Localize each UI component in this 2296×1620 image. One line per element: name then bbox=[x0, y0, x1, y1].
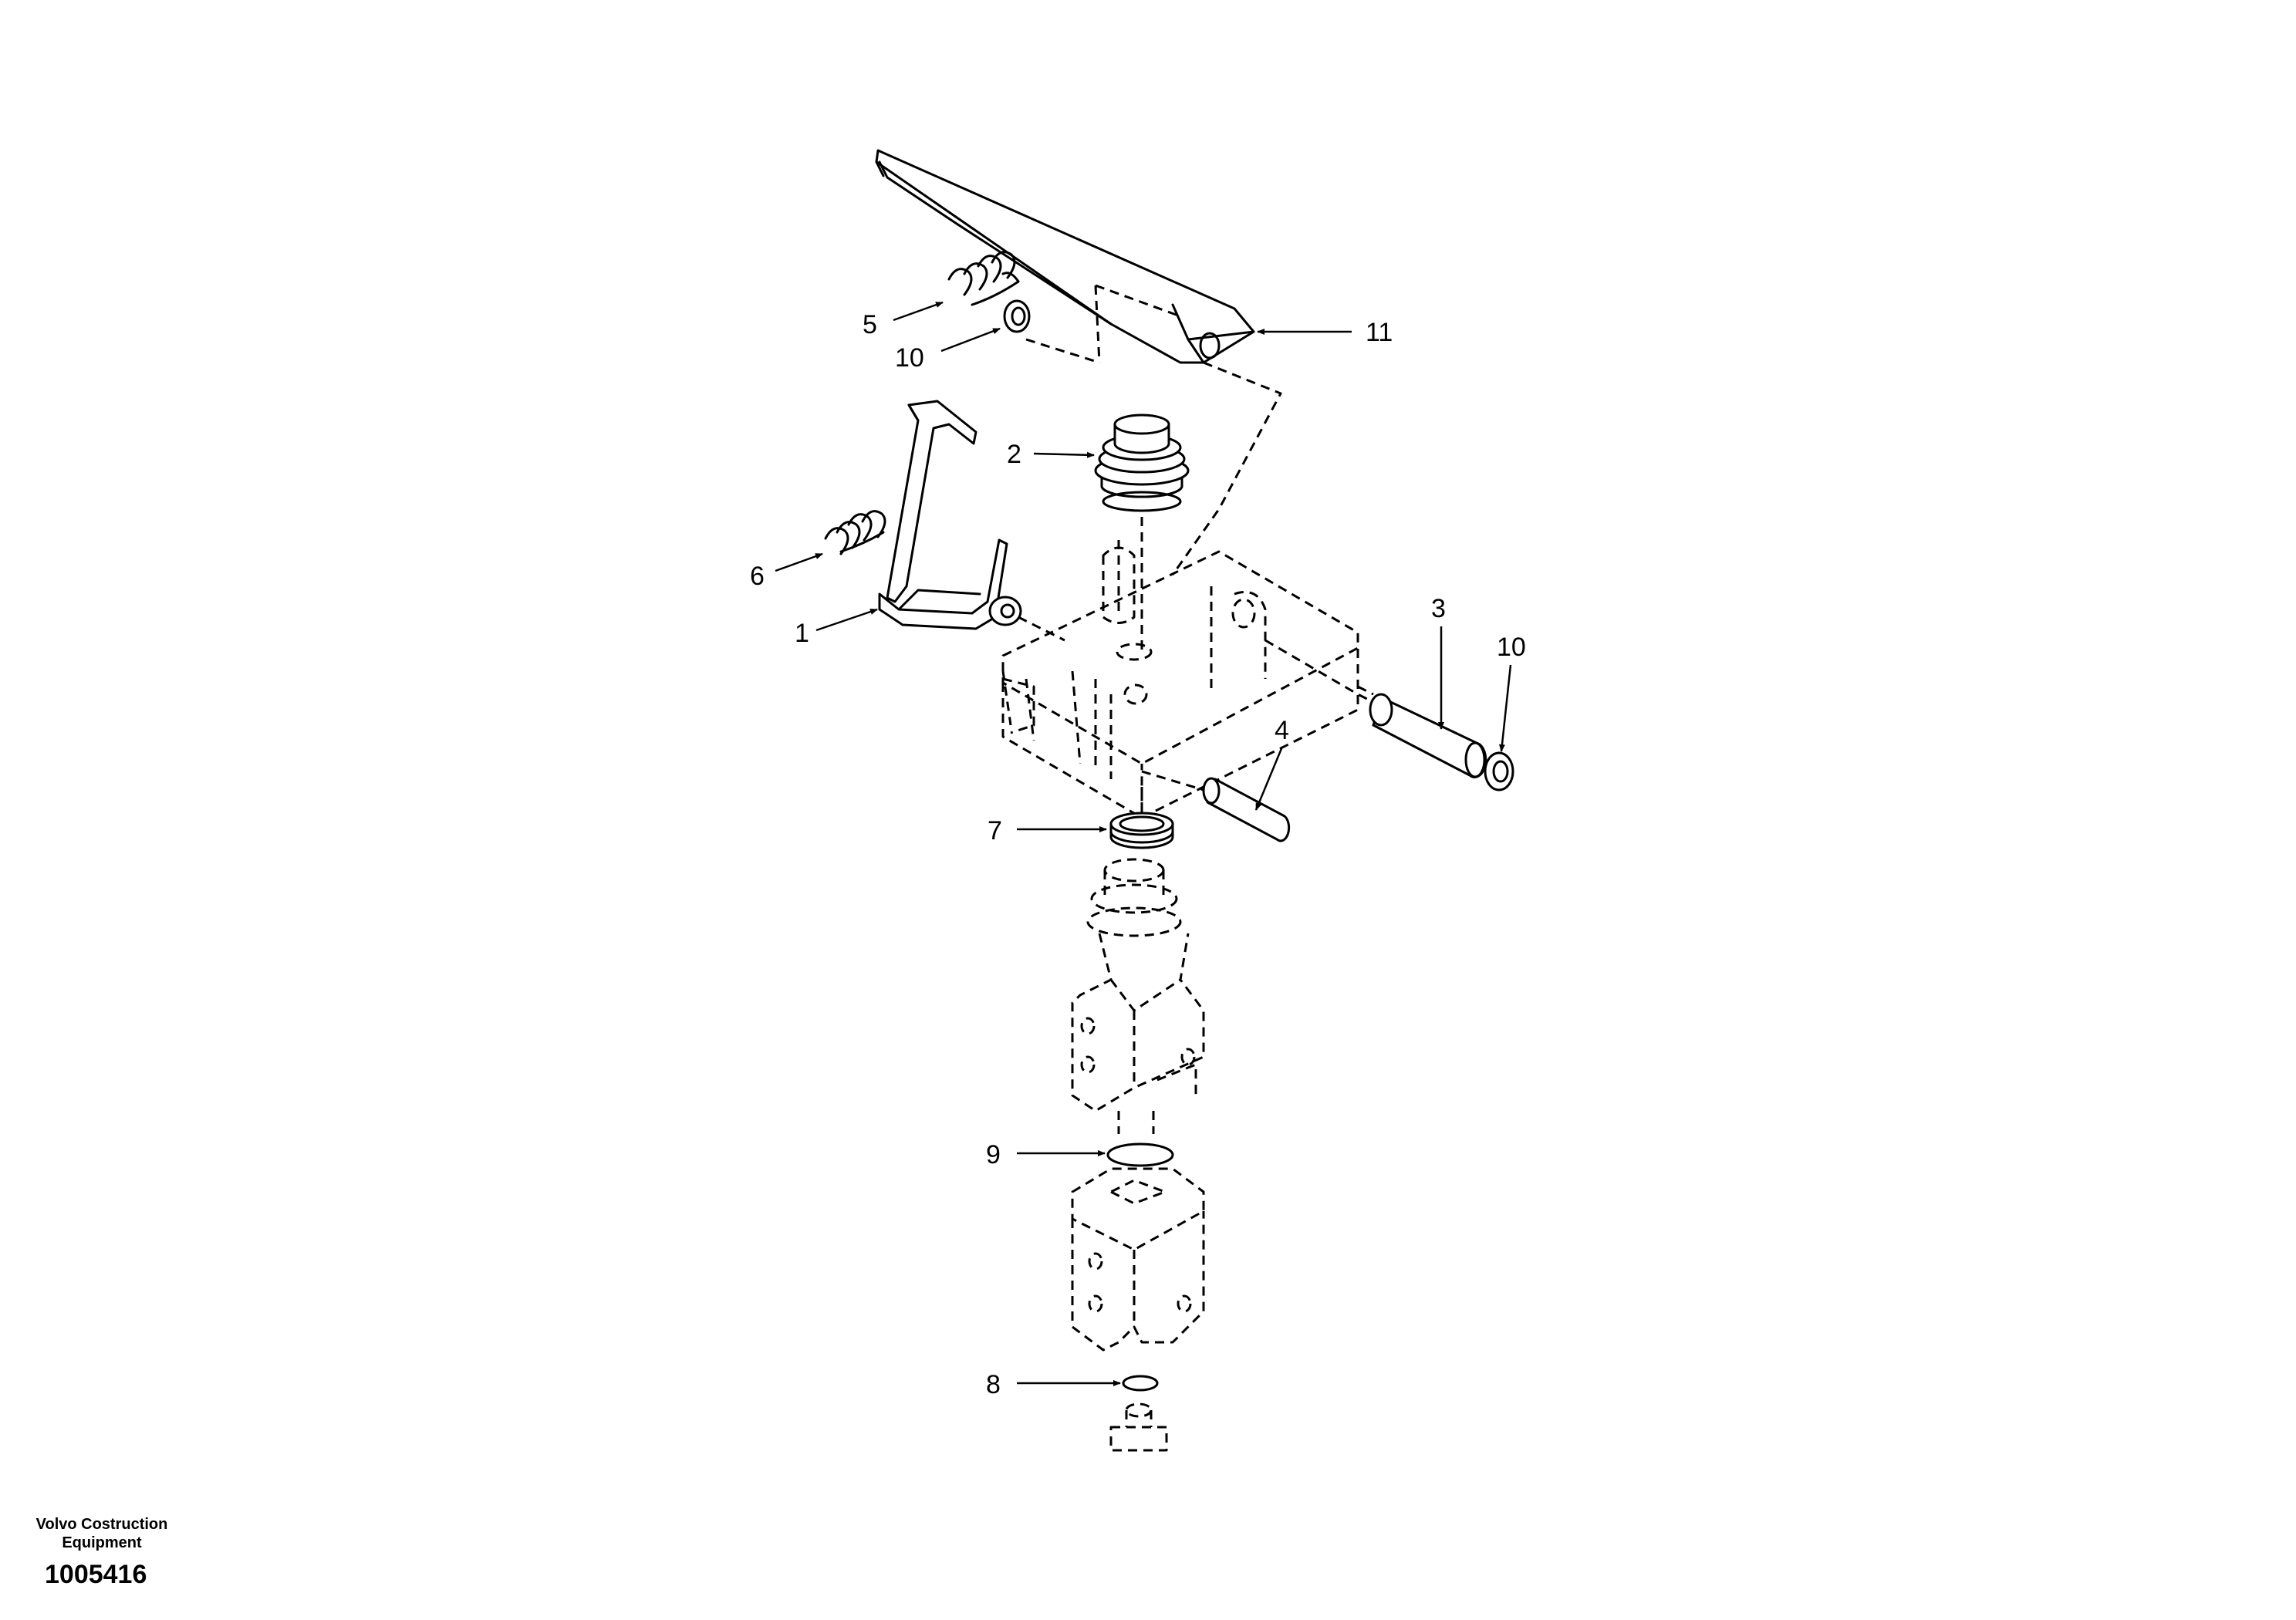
lower-valve-body-context bbox=[1071, 1167, 1205, 1352]
o-ring-part-8 bbox=[1122, 1375, 1159, 1392]
callout-label: 8 bbox=[986, 1370, 1001, 1399]
callout-label: 11 bbox=[1366, 318, 1393, 347]
publisher-line-1: Volvo Costruction bbox=[36, 1516, 168, 1533]
callout-3: 3 bbox=[1431, 594, 1446, 730]
callout-10-right: 10 bbox=[1497, 633, 1526, 752]
callout-7: 7 bbox=[988, 816, 1107, 845]
callout-6: 6 bbox=[750, 552, 823, 591]
brake-valve-context bbox=[1071, 858, 1205, 1134]
callout-label: 3 bbox=[1431, 594, 1446, 623]
callout-5: 5 bbox=[863, 301, 944, 339]
callout-label: 10 bbox=[895, 343, 924, 373]
callout-label: 10 bbox=[1497, 633, 1526, 662]
spring-part-6 bbox=[824, 510, 886, 555]
drawing-number: 1005416 bbox=[45, 1560, 147, 1589]
callout-label: 5 bbox=[863, 310, 877, 339]
publisher-line-2: Equipment bbox=[62, 1534, 142, 1551]
o-ring-part-9 bbox=[1106, 1142, 1174, 1167]
callout-2: 2 bbox=[1007, 440, 1095, 469]
pin-part-3 bbox=[1357, 685, 1487, 778]
seal-part-7 bbox=[1109, 812, 1174, 849]
callout-9: 9 bbox=[986, 1140, 1106, 1169]
boot-part-2 bbox=[1094, 413, 1190, 656]
callout-4: 4 bbox=[1254, 716, 1289, 811]
callout-label: 4 bbox=[1275, 716, 1289, 745]
callout-label: 6 bbox=[750, 562, 765, 591]
callout-11: 11 bbox=[1257, 318, 1393, 347]
pedal-part-11 bbox=[875, 149, 1282, 575]
callout-1: 1 bbox=[795, 608, 878, 648]
spring-part-5 bbox=[947, 251, 1020, 306]
callout-label: 7 bbox=[988, 816, 1002, 845]
publisher-block: Volvo Costruction Equipment bbox=[36, 1516, 168, 1551]
fitting-context bbox=[1109, 1402, 1168, 1452]
lever-part-1 bbox=[878, 400, 1065, 642]
washer-part-10-right bbox=[1484, 751, 1514, 791]
callout-label: 2 bbox=[1007, 440, 1021, 469]
callout-10-top: 10 bbox=[895, 327, 1001, 373]
washer-part-10-top bbox=[1003, 299, 1031, 333]
callout-label: 9 bbox=[986, 1140, 1001, 1169]
callout-label: 1 bbox=[795, 619, 809, 648]
callout-8: 8 bbox=[986, 1370, 1121, 1399]
pedal-bracket-context bbox=[1001, 540, 1374, 819]
pin-part-4 bbox=[1202, 777, 1291, 842]
